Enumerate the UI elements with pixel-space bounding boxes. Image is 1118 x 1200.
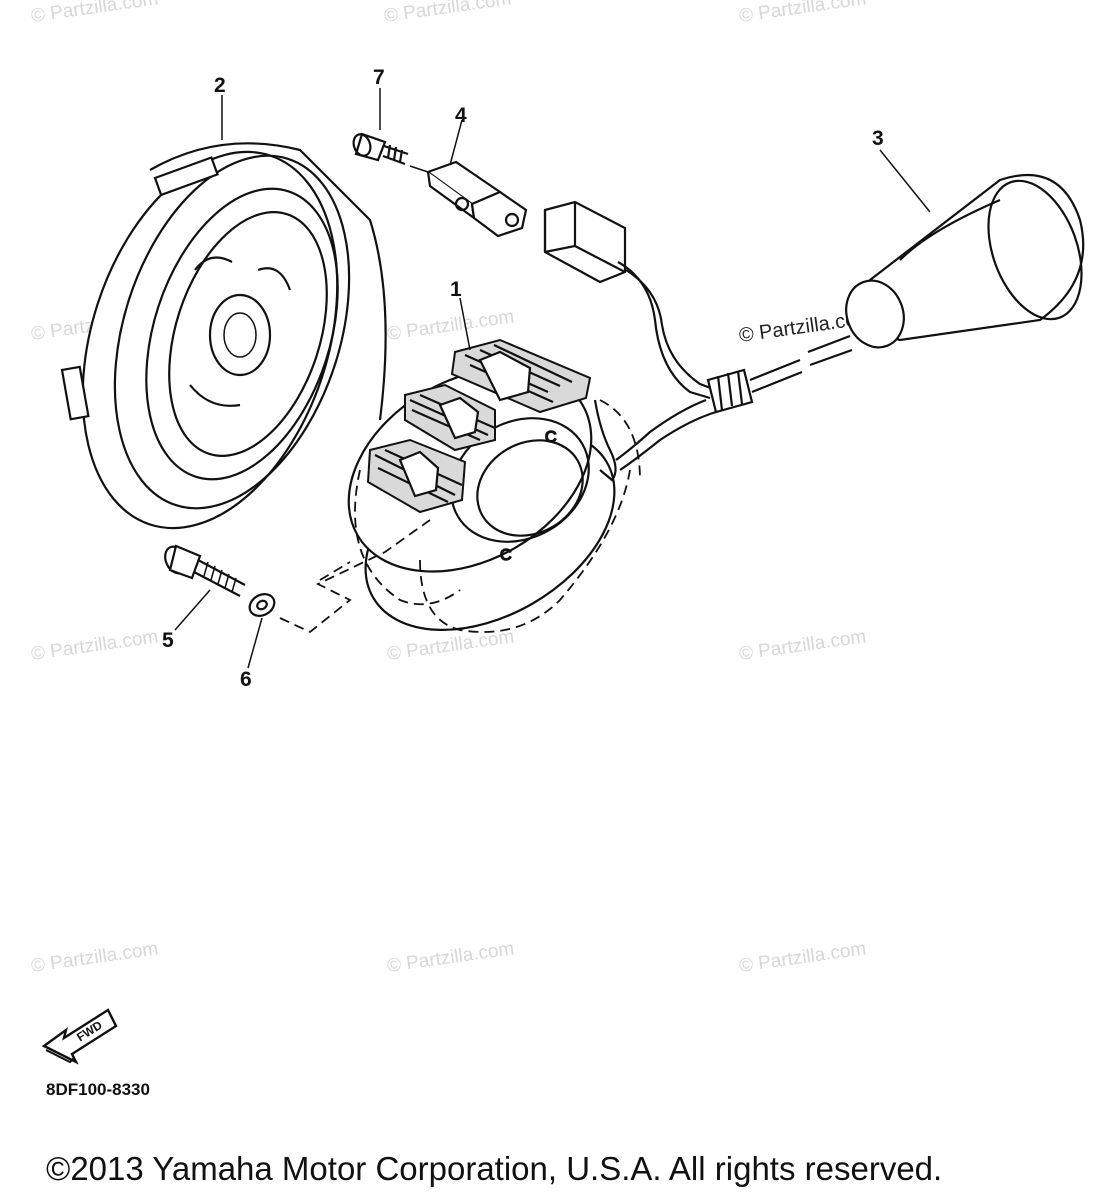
part-5-bolt[interactable] [161, 543, 246, 597]
label-part-4: 4 [455, 104, 467, 127]
watermark: © Partzilla.com [738, 626, 868, 665]
connector-and-cable [543, 200, 853, 471]
svg-text:C: C [500, 547, 512, 564]
label-part-1: 1 [450, 278, 462, 301]
label-part-2: 2 [214, 74, 226, 97]
part-1-stator[interactable]: C C [312, 327, 649, 671]
fwd-arrow-icon: FWD [41, 1008, 118, 1065]
watermark: © Partzilla.com [738, 938, 868, 977]
part-6-washer[interactable] [246, 590, 279, 620]
label-part-6: 6 [240, 668, 252, 691]
part-labels: 2 7 4 3 1 5 6 [162, 66, 884, 691]
leader-lines [174, 88, 931, 669]
copyright-notice: ©2013 Yamaha Motor Corporation, U.S.A. A… [46, 1150, 943, 1187]
label-part-3: 3 [872, 127, 884, 150]
watermark: © Partzilla.com [30, 938, 160, 977]
assembly-lines [279, 519, 431, 634]
label-part-5: 5 [162, 629, 174, 652]
label-part-7: 7 [373, 66, 385, 89]
part-2-rotor[interactable] [38, 119, 391, 561]
watermark: © Partzilla.com [738, 0, 868, 27]
diagram-code: 8DF100-8330 [46, 1080, 150, 1099]
watermark: © Partzilla.com [386, 626, 516, 665]
svg-text:C: C [545, 429, 557, 446]
watermark: © Partzilla.com [383, 0, 513, 27]
watermark: © Partzilla.com [30, 626, 160, 665]
part-7-screw[interactable] [351, 132, 409, 166]
watermark: © Partzilla.com [30, 0, 160, 27]
part-4-pickup-coil[interactable] [409, 160, 528, 238]
watermark: © Partzilla.com [386, 306, 516, 345]
stator-coils [366, 338, 592, 514]
watermark: © Partzilla.com [386, 938, 516, 977]
part-3-cover[interactable] [837, 168, 1099, 356]
